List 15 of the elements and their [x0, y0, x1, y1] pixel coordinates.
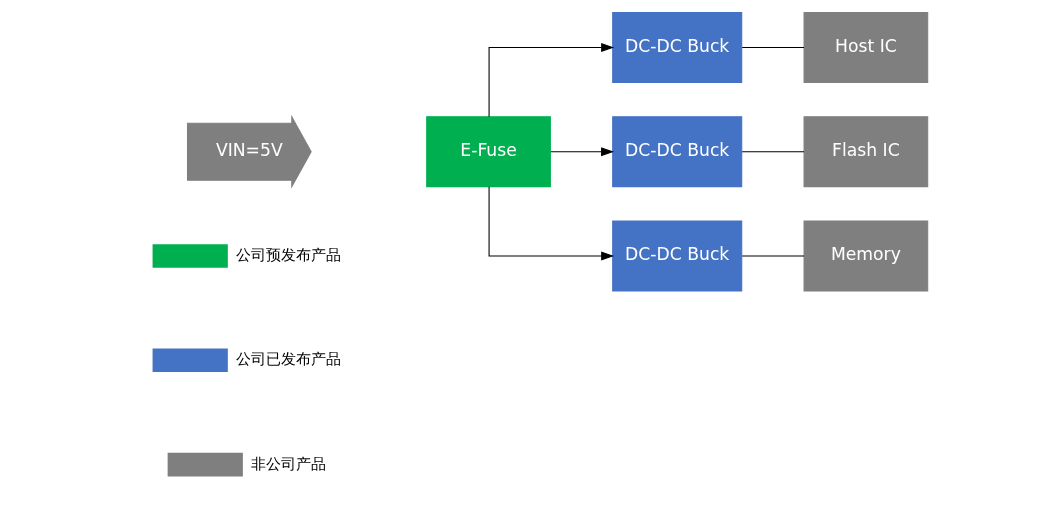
legend-label: 公司已发布产品	[235, 350, 341, 369]
node-box: Memory	[803, 220, 928, 292]
connector	[741, 46, 805, 48]
legend-label: 公司预发布产品	[235, 245, 341, 264]
legend-label: 非公司产品	[250, 454, 326, 473]
arrow	[488, 42, 614, 118]
connector	[741, 151, 805, 153]
arrow	[488, 186, 614, 261]
node-box: DC-DC Buck	[611, 116, 742, 188]
node-box: DC-DC Buck	[611, 220, 742, 292]
arrow	[549, 147, 614, 157]
node-box: E-Fuse	[425, 116, 551, 188]
node-box: Host IC	[803, 11, 928, 83]
node-box: DC-DC Buck	[611, 11, 742, 83]
node-box: Flash IC	[803, 116, 928, 188]
